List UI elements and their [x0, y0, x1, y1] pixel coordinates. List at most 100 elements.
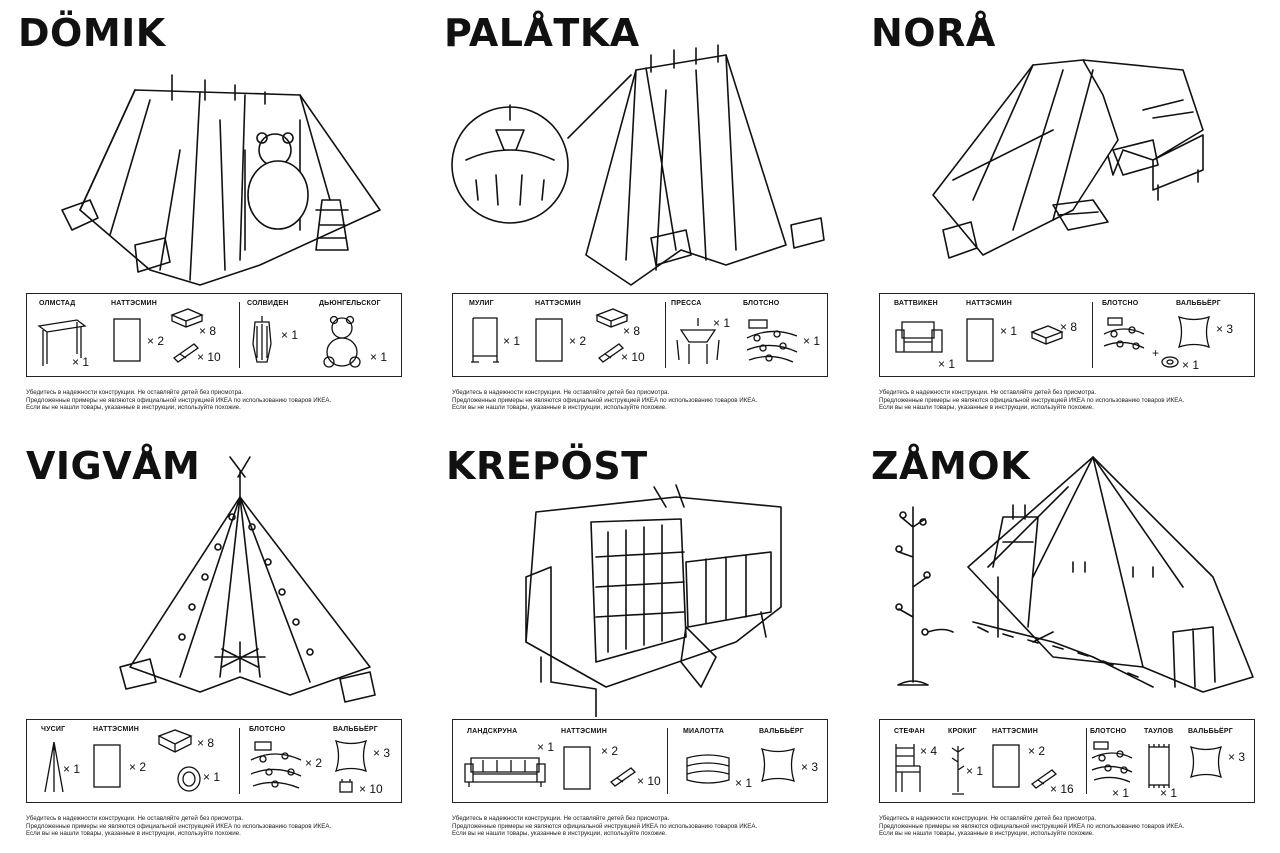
coat-stand-icon	[44, 741, 64, 793]
parts-box: ВАТТВИКЕН × 1 НАТТЭСМИН × 1 × 8 БЛОТСНО …	[879, 293, 1255, 377]
chair-icon	[895, 744, 921, 792]
part-qty: × 1	[370, 350, 388, 364]
panel-title: ZÅMOK	[871, 444, 1031, 488]
disclaimer-line: Предложенные примеры не являются официал…	[879, 822, 1185, 830]
part-qty: × 1	[966, 764, 984, 778]
part-label: ВАЛЬБЬЁРГ	[1176, 300, 1221, 307]
clip-icon	[1030, 769, 1058, 789]
disclaimer-line: Предложенные примеры не являются официал…	[452, 822, 758, 830]
rug-icon	[1148, 744, 1170, 788]
part-label: ЛАНДСКРУНА	[467, 728, 518, 735]
cushion-icon	[1030, 325, 1064, 345]
panel-nora: NORÅ ВАТТВИКЕН × 1 НАТТЭСМИН × 1 × 8 БЛО…	[853, 0, 1280, 426]
disclaimer: Убедитесь в надежности конструкции. Не о…	[452, 815, 842, 838]
disclaimer: Убедитесь в надежности конструкции. Не о…	[26, 389, 416, 412]
disclaimer-line: Убедитесь в надежности конструкции. Не о…	[26, 815, 244, 822]
part-label: НАТТЭСМИН	[992, 728, 1038, 735]
part-qty: × 2	[305, 756, 323, 770]
part-qty: × 1	[938, 357, 956, 371]
sheet-icon	[113, 318, 141, 362]
panel-krepost: KREPÖST ЛАНДСКРУНА × 1 НАТТЭСМИН × 2 × 1…	[426, 427, 853, 853]
part-label: БЛОТСНО	[1090, 728, 1127, 735]
part-label: ВАЛЬБЬЁРГ	[759, 728, 804, 735]
tent-illustration	[61, 74, 381, 286]
disclaimer-line: Убедитесь в надежности конструкции. Не о…	[26, 389, 244, 396]
parts-box: ОЛМСТАД × 1 НАТТЭСМИН × 2 × 8 × 10 СОЛВИ…	[26, 293, 402, 377]
disclaimer-line: Если вы не нашли товары, указанные в инс…	[879, 404, 1094, 412]
part-qty: × 2	[569, 334, 587, 348]
part-label: ВАЛЬБЬЁРГ	[333, 726, 378, 733]
part-qty: × 10	[359, 782, 383, 796]
pillow-icon	[761, 748, 795, 782]
part-qty: × 8	[197, 736, 215, 750]
part-qty: × 8	[623, 324, 641, 338]
part-label: ВАТТВИКЕН	[894, 300, 938, 307]
disclaimer-line: Убедитесь в надежности конструкции. Не о…	[879, 389, 1097, 396]
disclaimer: Убедитесь в надежности конструкции. Не о…	[879, 389, 1269, 412]
disclaimer-line: Убедитесь в надежности конструкции. Не о…	[452, 389, 670, 396]
part-qty: × 1	[1000, 324, 1018, 338]
panel-vigvam: VIGVÅM ЧУСИГ × 1 НАТТЭСМИН × 2 × 8 × 1 Б…	[0, 427, 427, 853]
part-qty: × 3	[1228, 750, 1246, 764]
section-divider	[239, 302, 240, 368]
part-label: БЛОТСНО	[743, 300, 780, 307]
part-qty: × 3	[1216, 322, 1234, 336]
part-label: ЧУСИГ	[41, 726, 66, 733]
light-chain-icon	[1091, 741, 1133, 783]
table-icon	[37, 319, 87, 366]
part-qty: × 1	[72, 355, 90, 369]
part-qty: × 2	[129, 760, 147, 774]
part-label: КРОКИГ	[948, 728, 977, 735]
part-label: ДЬЮНГЕЛЬСКОГ	[319, 300, 381, 307]
part-label: ОЛМСТАД	[39, 300, 76, 307]
part-qty: × 3	[801, 760, 819, 774]
panel-title: VIGVÅM	[26, 444, 201, 488]
part-qty: × 1	[537, 740, 555, 754]
tent-illustration	[119, 456, 376, 703]
part-label: СОЛВИДЕН	[247, 300, 289, 307]
tent-illustration	[932, 59, 1204, 259]
part-label: НАТТЭСМИН	[535, 300, 581, 307]
part-label: МУЛИГ	[469, 300, 494, 307]
part-label: НАТТЭСМИН	[111, 300, 157, 307]
cushion-icon	[170, 308, 204, 328]
sheet-icon	[563, 746, 591, 790]
sheet-icon	[992, 744, 1020, 788]
cushion-icon	[595, 308, 629, 328]
parts-box: ЧУСИГ × 1 НАТТЭСМИН × 2 × 8 × 1 БЛОТСНО …	[26, 719, 402, 803]
panel-title: NORÅ	[871, 11, 996, 55]
part-label: МИАЛОТТА	[683, 728, 725, 735]
disclaimer-line: Предложенные примеры не являются официал…	[452, 396, 758, 404]
parts-box: ЛАНДСКРУНА × 1 НАТТЭСМИН × 2 × 10 МИАЛОТ…	[452, 719, 828, 803]
part-qty: × 3	[373, 746, 391, 760]
panel-title: KREPÖST	[446, 444, 648, 488]
section-divider	[1092, 302, 1093, 368]
part-qty: × 8	[1060, 320, 1078, 334]
light-chain-icon	[1103, 317, 1145, 350]
part-qty: × 1	[735, 776, 753, 790]
pillow-icon	[1189, 745, 1223, 779]
disclaimer-line: Если вы не нашли товары, указанные в инс…	[26, 404, 241, 412]
panel-title: PALÅTKA	[444, 11, 640, 55]
section-divider	[665, 302, 666, 368]
part-label: БЛОТСНО	[249, 726, 286, 733]
pillow-icon	[334, 739, 368, 773]
disclaimer-line: Если вы не нашли товары, указанные в инс…	[879, 830, 1094, 838]
disclaimer-line: Предложенные примеры не являются официал…	[26, 822, 332, 830]
armchair-icon	[895, 321, 943, 353]
disclaimer-line: Убедитесь в надежности конструкции. Не о…	[452, 815, 670, 822]
part-qty: × 10	[621, 350, 645, 364]
hanger-icon	[676, 318, 720, 364]
part-qty: × 1	[203, 770, 221, 784]
panel-domik: DÖMIK ОЛМСТАД × 1 НАТТЭСМИН × 2 × 8 × 10…	[0, 0, 427, 426]
part-qty: × 8	[199, 324, 217, 338]
light-chain-icon	[250, 741, 302, 789]
part-label: ПРЕССА	[671, 300, 702, 307]
parts-box: МУЛИГ × 1 НАТТЭСМИН × 2 × 8 × 10 ПРЕССА …	[452, 293, 828, 377]
part-qty: +	[1152, 346, 1160, 360]
part-qty: × 1	[803, 334, 821, 348]
part-label: НАТТЭСМИН	[966, 300, 1012, 307]
part-qty: × 10	[637, 774, 661, 788]
section-divider	[667, 728, 668, 794]
sofa-icon	[464, 757, 546, 787]
